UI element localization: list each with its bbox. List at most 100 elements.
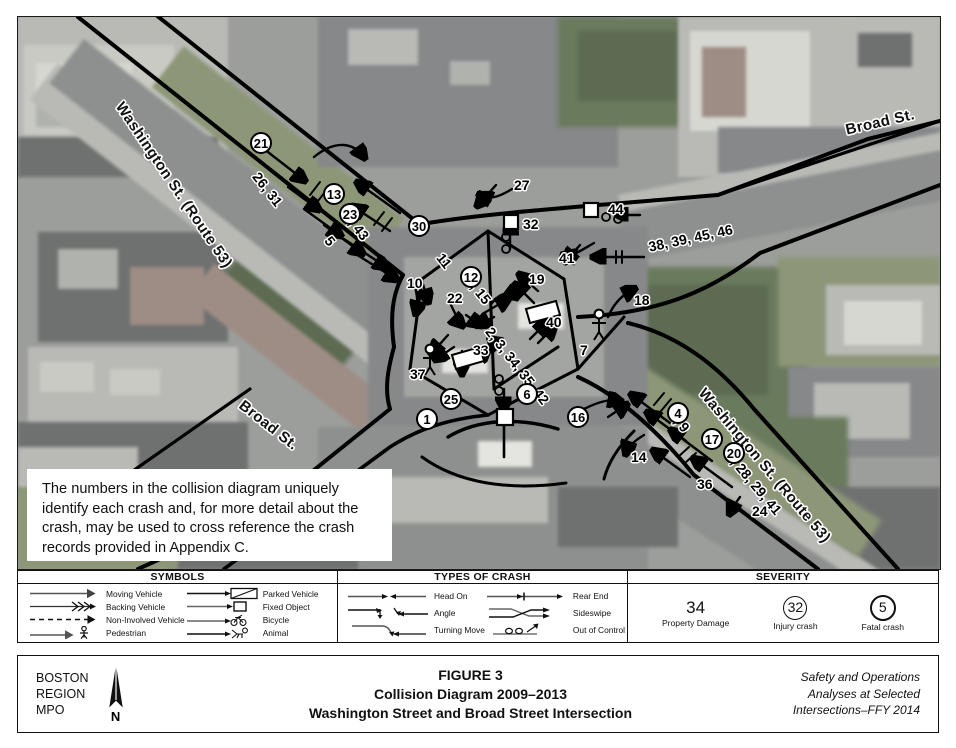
legend-item-turning-move: Turning Move [346,622,485,637]
crash-number: 22 [447,290,463,306]
legend-symbols-right-column: Parked Vehicle Fixed Object [185,587,331,639]
legend-item-fixed-object: Fixed Object [185,600,331,613]
bicycle-icon [185,613,263,627]
legend-header-symbols: SYMBOLS [18,571,338,583]
org-line-2: REGION [36,687,86,701]
series-line-1: Safety and Operations [800,670,920,685]
crash-number: 18 [634,292,650,308]
legend-symbols-cell: Moving Vehicle Backing Vehicle [18,584,338,642]
legend-item-animal: Animal [185,626,331,639]
dashed-arrow-icon [28,613,106,626]
org-line-1: BOSTON [36,671,89,685]
legend-types-right-column: Rear End Sideswipe Out of [485,588,625,638]
parked-vehicle-icon [185,587,263,600]
organization-name: BOSTON REGION MPO [36,670,89,718]
severity-label: Injury crash [773,620,818,631]
severity-label: Property Damage [661,618,730,628]
pedestrian-symbol [423,343,437,376]
organization-block: BOSTON REGION MPO N [18,666,218,724]
severity-property-damage: 34 Property Damage [662,598,729,628]
legend-header-severity: SEVERITY [755,571,811,583]
circled-crash-number: 13 [323,183,345,205]
severity-fatal-crash: 5 Fatal crash [861,594,905,632]
legend-item-bicycle: Bicycle [185,613,331,627]
circled-crash-number: 1 [416,408,438,430]
arrow-right-icon [28,587,106,600]
north-letter: N [110,709,121,724]
crash-number: 14 [631,449,647,465]
diagram-note-text: The numbers in the collision diagram uni… [42,481,359,556]
diagram-note-box: The numbers in the collision diagram uni… [27,469,392,561]
legend-panel: SYMBOLS TYPES OF CRASH SEVERITY [17,570,939,643]
legend-item-angle: Angle [346,605,485,620]
legend-item-head-on: Head On [346,589,485,604]
severity-injury-crash: 32 Injury crash [773,595,818,631]
fixed-object-icon [185,600,263,613]
legend-item-sideswipe: Sideswipe [485,605,625,620]
pedestrian-symbol [592,308,606,341]
legend-item-out-of-control: Out of Control [485,622,625,637]
crash-number: 41 [559,250,575,266]
figure-caption: FIGURE 3 Collision Diagram 2009–2013 Was… [218,666,723,723]
aerial-collision-diagram: Washington St. (Route 53) Washington St.… [17,16,941,570]
fixed-object-symbol [582,201,600,219]
legend-header-types: TYPES OF CRASH [338,571,628,583]
severity-value: 34 [686,598,706,617]
legend-body-row: Moving Vehicle Backing Vehicle [18,584,938,642]
crash-number: 24 [752,503,768,519]
crash-number: 10 [407,275,423,291]
fixed-object-symbol [502,213,520,231]
figure-number: FIGURE 3 [438,666,503,683]
north-arrow-icon: N [103,666,129,724]
crash-number: 36 [697,476,713,492]
report-series-block: Safety and Operations Analyses at Select… [723,669,938,719]
severity-label: Fatal crash [861,621,905,632]
crash-number: 32 [523,216,539,232]
figure-subtitle-2: Washington Street and Broad Street Inter… [308,704,633,721]
circled-crash-number: 6 [516,383,538,405]
circled-crash-number: 25 [440,388,462,410]
circled-crash-number: 16 [567,406,589,428]
series-line-3: Intersections–FFY 2014 [792,703,920,718]
crash-number: 37 [410,366,426,382]
legend-item-pedestrian: Pedestrian [28,625,185,640]
fixed-object-symbol [495,407,515,427]
figure-title-block: BOSTON REGION MPO N FIGURE 3 Collision D… [17,655,939,733]
circled-crash-number: 4 [667,402,689,424]
legend-item-backing-vehicle: Backing Vehicle [28,600,185,613]
rear-end-icon [485,589,573,604]
legend-types-cell: Head On Angle Turning Move [338,584,628,642]
crash-number: 40 [546,314,562,330]
legend-severity-cell: 34 Property Damage 32 Injury crash 5 Fat… [628,584,938,642]
legend-item-non-involved-vehicle: Non-Involved Vehicle [28,613,185,626]
circled-crash-number: 20 [723,442,745,464]
circled-crash-number: 23 [339,203,361,225]
legend-item-rear-end: Rear End [485,589,625,604]
legend-item-moving-vehicle: Moving Vehicle [28,587,185,600]
angle-icon [346,605,434,620]
backing-arrow-icon [28,600,106,613]
crash-number: 33 [473,342,489,358]
pedestrian-icon [28,625,106,640]
org-line-3: MPO [36,703,65,717]
severity-value: 32 [783,595,808,620]
severity-value: 5 [869,594,896,621]
legend-types-left-column: Head On Angle Turning Move [346,588,485,638]
circled-crash-number: 17 [701,428,723,450]
bicycle-symbol [494,374,504,396]
circled-crash-number: 21 [250,132,272,154]
legend-item-parked-vehicle: Parked Vehicle [185,587,331,600]
bicycle-symbol [601,212,623,224]
series-line-2: Analyses at Selected [807,686,920,701]
crash-number: 44 [608,201,624,217]
crash-number: 19 [529,271,545,287]
legend-header-row: SYMBOLS TYPES OF CRASH SEVERITY [18,571,938,584]
circled-crash-number: 30 [408,215,430,237]
head-on-icon [346,589,434,604]
animal-icon [185,626,263,639]
turning-move-icon [346,622,434,637]
sideswipe-icon [485,605,573,620]
crash-number: 27 [514,177,530,193]
out-of-control-icon [485,622,573,637]
bicycle-symbol [501,232,511,254]
